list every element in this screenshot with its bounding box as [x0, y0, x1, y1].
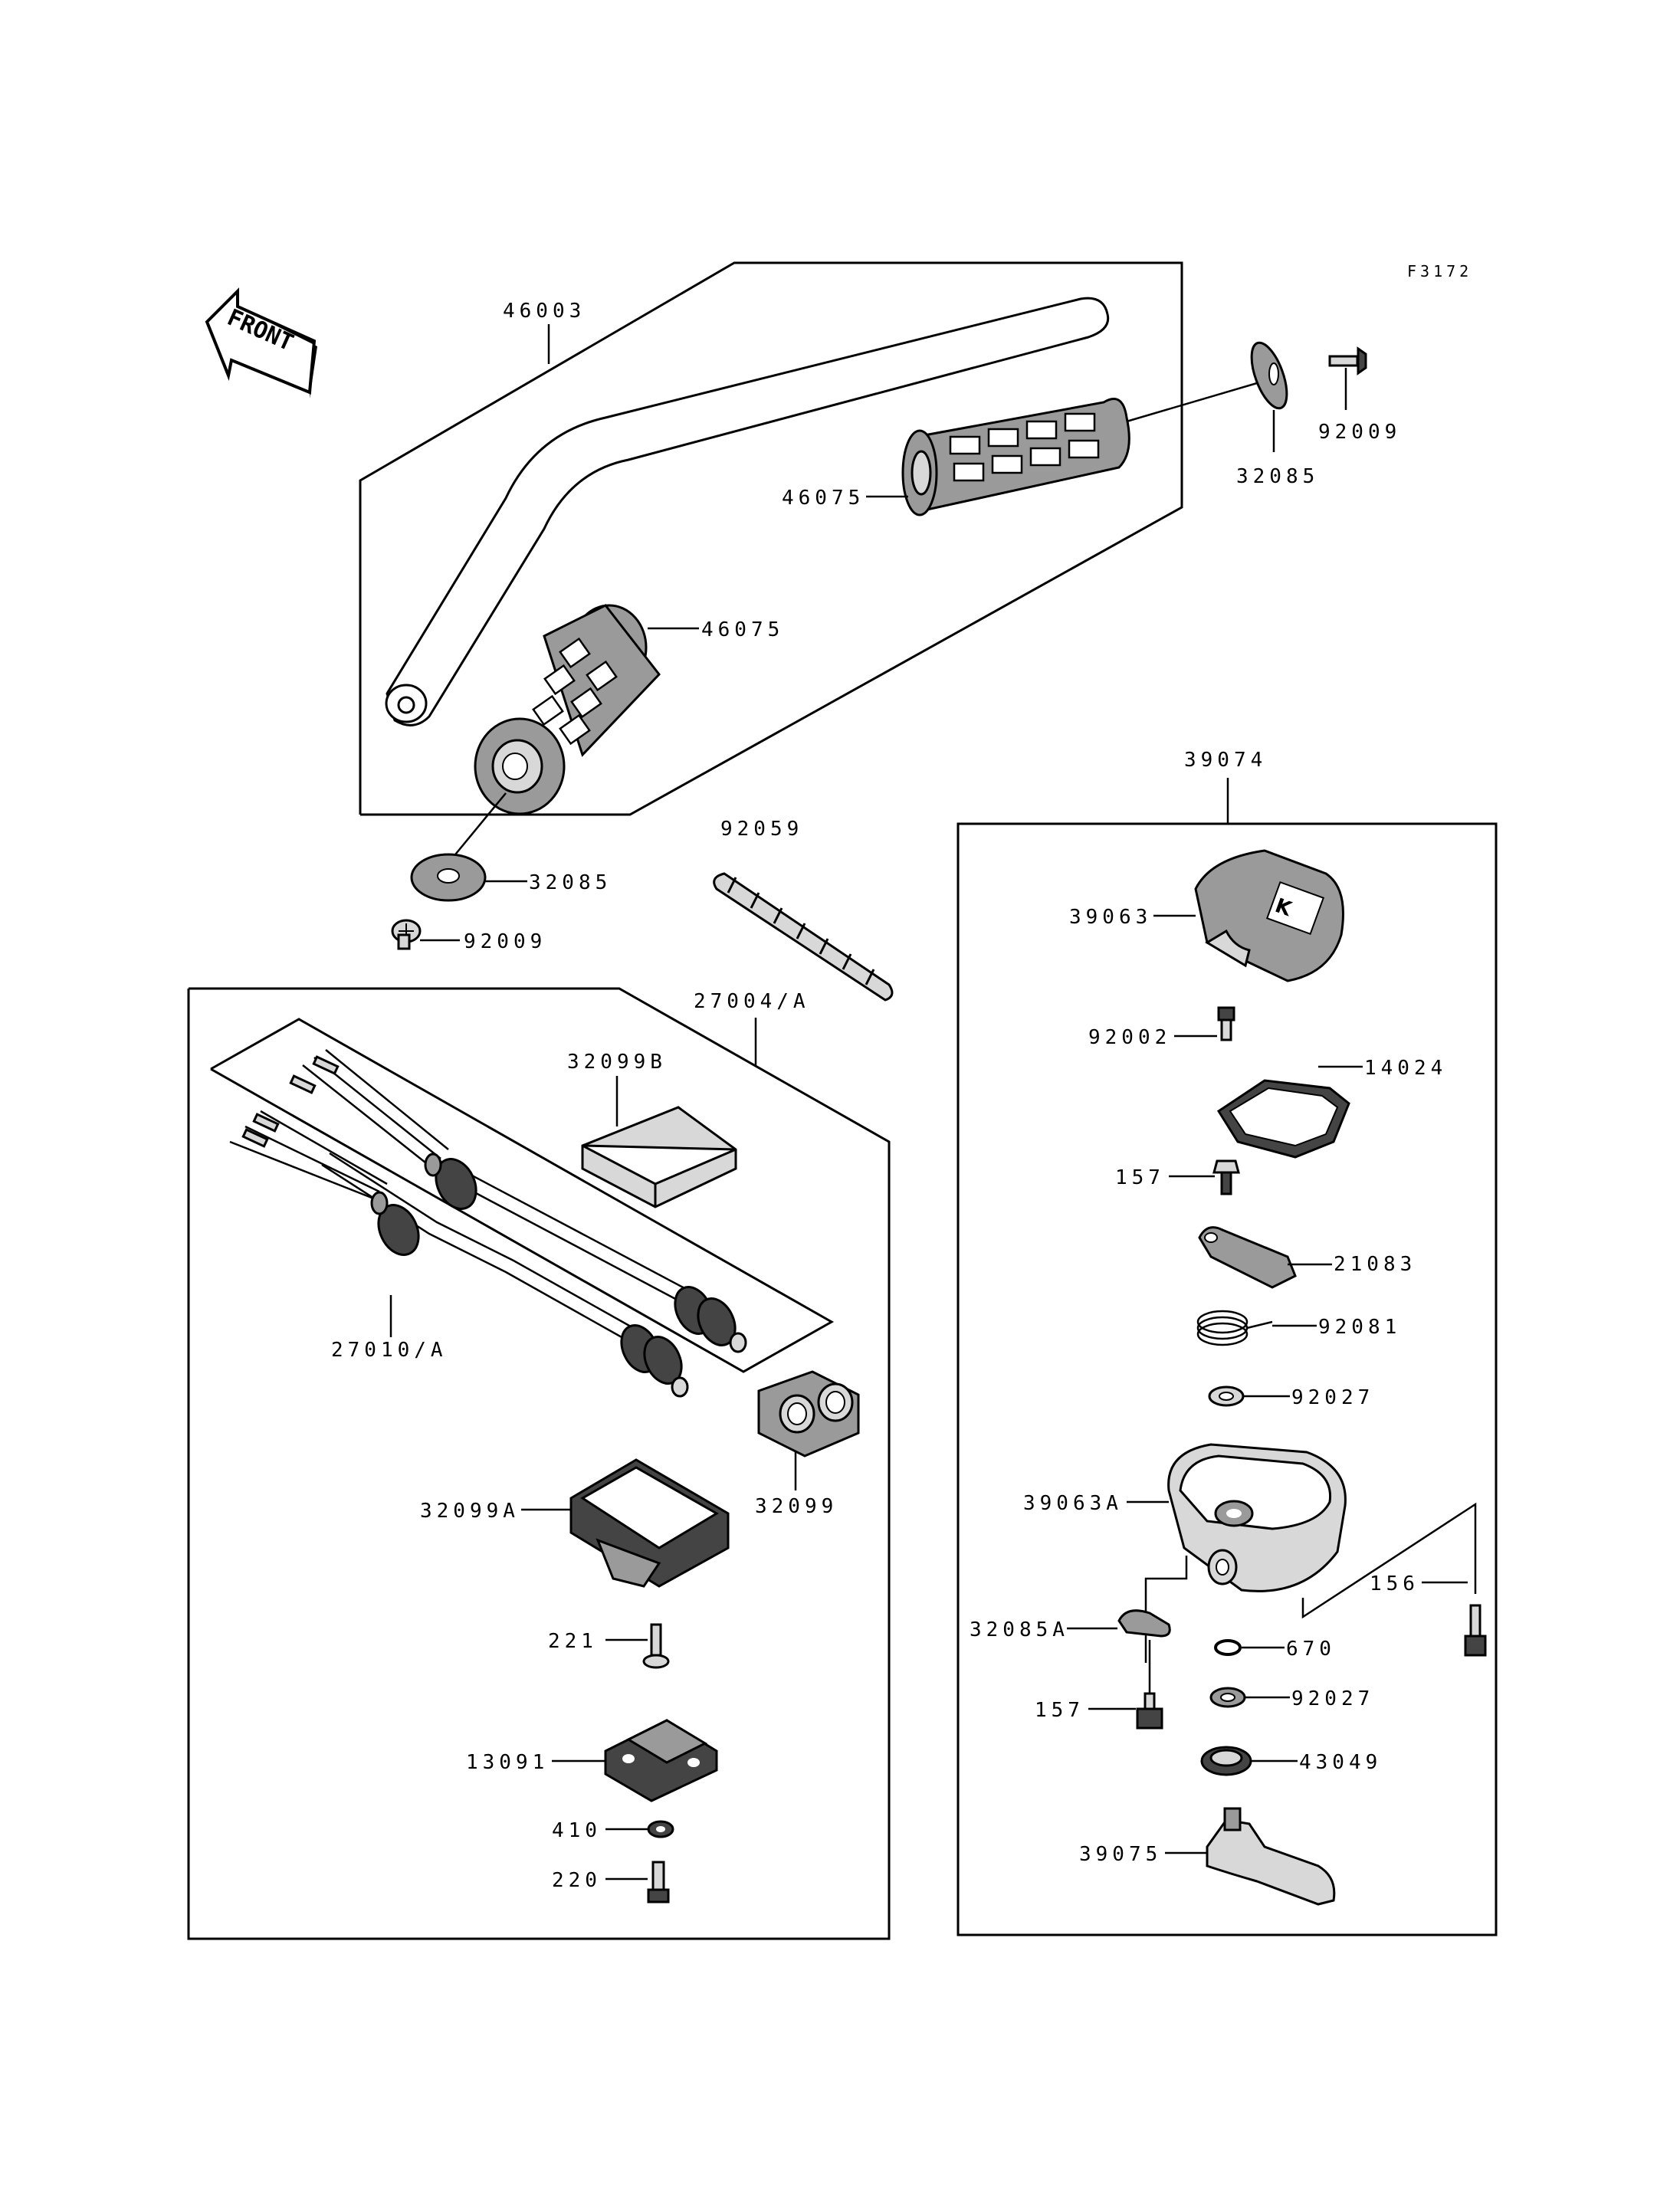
part-label-43049: 43049	[1299, 1751, 1382, 1774]
cables	[229, 1049, 747, 1398]
switch-housing-32099A	[569, 1458, 730, 1588]
screw-221	[642, 1623, 670, 1669]
part-label-157-lower: 157	[1035, 1699, 1084, 1722]
screw-92002	[1217, 1006, 1235, 1041]
part-label-32085-left: 32085	[529, 871, 612, 894]
part-label-92059: 92059	[720, 818, 803, 841]
switch-cover-32099B	[581, 1106, 737, 1208]
part-label-32099B: 32099B	[567, 1051, 667, 1074]
bolt-157-lower	[1136, 1692, 1163, 1730]
part-label-46075-left: 46075	[701, 618, 784, 641]
part-label-27010: 27010/A	[331, 1339, 448, 1362]
gasket-14024	[1216, 1079, 1350, 1159]
part-label-221: 221	[548, 1630, 598, 1653]
handlebar-boundary	[359, 261, 1183, 816]
spring-92081	[1196, 1310, 1273, 1346]
part-label-32085A: 32085A	[970, 1618, 1069, 1641]
part-label-156: 156	[1370, 1572, 1419, 1595]
washer-92027-upper	[1208, 1385, 1245, 1407]
part-label-670: 670	[1286, 1638, 1336, 1661]
bolt-220	[647, 1861, 670, 1904]
front-arrow-icon: FRONT	[205, 287, 317, 398]
handlebar-tube	[386, 297, 1110, 726]
bolt-157-upper	[1212, 1159, 1240, 1195]
throttle-section: 39074 K 39063 92002 14024 157	[956, 749, 1498, 1936]
part-label-32085-right: 32085	[1236, 465, 1319, 488]
washer-410	[647, 1820, 674, 1838]
handlebar-group: 46003 46075 46075	[359, 261, 1183, 816]
bar-end-screw	[1328, 346, 1367, 375]
seal-43049	[1200, 1746, 1252, 1776]
part-label-46003: 46003	[503, 300, 586, 323]
spiral-wrap: 92059	[713, 818, 894, 1002]
part-label-157-upper: 157	[1115, 1166, 1165, 1189]
part-label-39063A: 39063A	[1023, 1492, 1123, 1515]
cable-section-boundary	[187, 987, 891, 1940]
left-grip	[474, 604, 661, 815]
cable-section: 27004/A	[187, 987, 891, 1940]
washer-92027-lower	[1209, 1687, 1246, 1708]
part-label-46075-right: 46075	[782, 487, 865, 510]
part-label-39074: 39074	[1184, 749, 1267, 772]
throttle-cover-39063: K	[1194, 849, 1344, 982]
part-label-92027-upper: 92027	[1291, 1386, 1374, 1409]
part-label-410: 410	[552, 1819, 602, 1842]
left-bar-end-parts: 32085 92009	[391, 792, 612, 953]
bracket-21083	[1198, 1226, 1297, 1289]
clamp-13091	[604, 1719, 718, 1802]
oring-670	[1214, 1639, 1242, 1656]
part-label-21083: 21083	[1334, 1253, 1416, 1276]
left-screw	[391, 919, 422, 950]
cable-grommet-32099	[757, 1370, 860, 1458]
part-label-39075: 39075	[1079, 1843, 1162, 1866]
part-label-32099: 32099	[755, 1495, 838, 1518]
part-label-13091: 13091	[466, 1751, 549, 1774]
part-label-92009-left: 92009	[464, 930, 546, 953]
right-grip	[901, 398, 1130, 516]
part-label-39063: 39063	[1069, 906, 1152, 929]
cable-subassembly-boundary	[210, 1018, 835, 1373]
part-label-32099A: 32099A	[420, 1500, 520, 1523]
part-label-92009-right: 92009	[1318, 421, 1401, 444]
right-bar-end-parts: 32085 92009	[1126, 341, 1401, 488]
part-label-14024: 14024	[1364, 1057, 1447, 1080]
part-label-220: 220	[552, 1869, 602, 1892]
clip-32085A	[1117, 1609, 1171, 1638]
part-label-27004: 27004/A	[694, 990, 810, 1013]
throttle-lever-39075	[1206, 1807, 1336, 1906]
part-label-92027-lower: 92027	[1291, 1687, 1374, 1710]
throttle-housing-39063A	[1167, 1443, 1347, 1592]
bolt-156	[1464, 1604, 1487, 1657]
figure-ref-code: F3172	[1407, 262, 1472, 280]
part-label-92002: 92002	[1088, 1026, 1171, 1049]
part-label-92081: 92081	[1318, 1316, 1401, 1339]
